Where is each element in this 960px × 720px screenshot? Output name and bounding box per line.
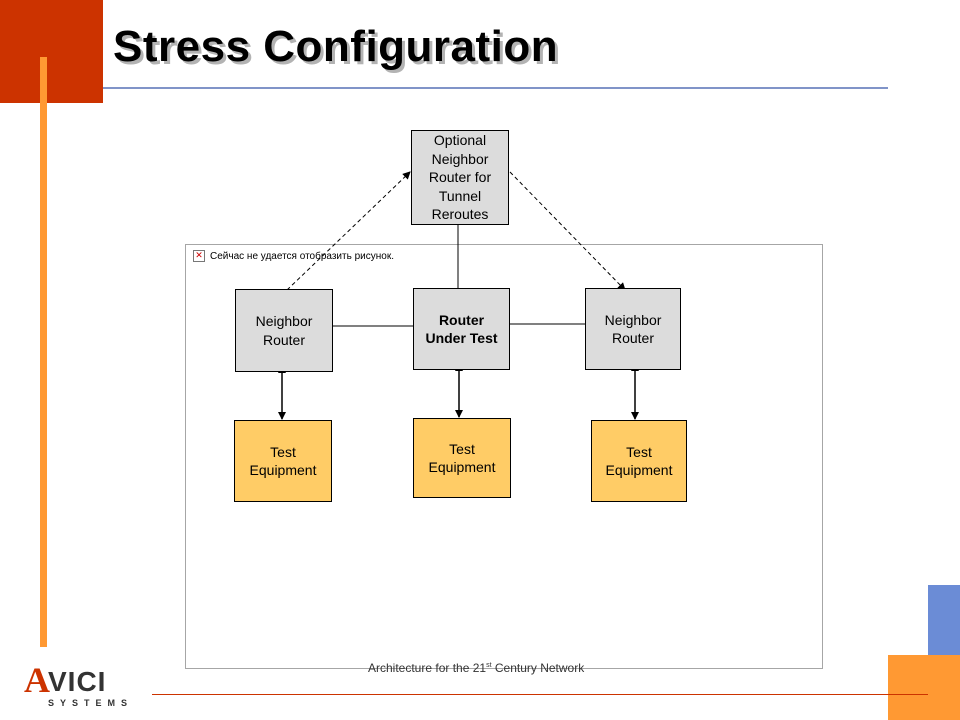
tunnel-arrow-left bbox=[286, 171, 411, 291]
avici-logo: A VICI SYSTEMS bbox=[24, 660, 133, 708]
footer-line bbox=[152, 694, 928, 695]
svg-text:VICI: VICI bbox=[48, 666, 106, 697]
optional-neighbor-router: Optional Neighbor Router for Tunnel Rero… bbox=[411, 130, 509, 225]
broken-image-icon: ✕ bbox=[193, 250, 205, 262]
broken-image-placeholder: ✕ Сейчас не удается отобразить рисунок. bbox=[193, 250, 394, 262]
title-underline bbox=[103, 87, 888, 89]
left-test-equipment: Test Equipment bbox=[234, 420, 332, 502]
title-corner-block bbox=[0, 0, 103, 103]
center-test-equipment: Test Equipment bbox=[413, 418, 511, 498]
svg-text:A: A bbox=[24, 660, 50, 700]
left-neighbor-router: Neighbor Router bbox=[235, 289, 333, 372]
broken-image-text: Сейчас не удается отобразить рисунок. bbox=[210, 250, 394, 262]
footer-tagline: Architecture for the 21st Century Networ… bbox=[368, 661, 585, 675]
router-under-test: Router Under Test bbox=[413, 288, 510, 370]
tunnel-arrow-right bbox=[509, 171, 626, 291]
svg-text:SYSTEMS: SYSTEMS bbox=[48, 698, 133, 708]
corner-blue-block bbox=[928, 585, 960, 655]
page-title: Stress Configuration bbox=[113, 22, 559, 71]
right-neighbor-router: Neighbor Router bbox=[585, 288, 681, 370]
right-test-equipment: Test Equipment bbox=[591, 420, 687, 502]
corner-orange-block bbox=[888, 655, 960, 720]
left-accent-bar bbox=[40, 57, 47, 647]
